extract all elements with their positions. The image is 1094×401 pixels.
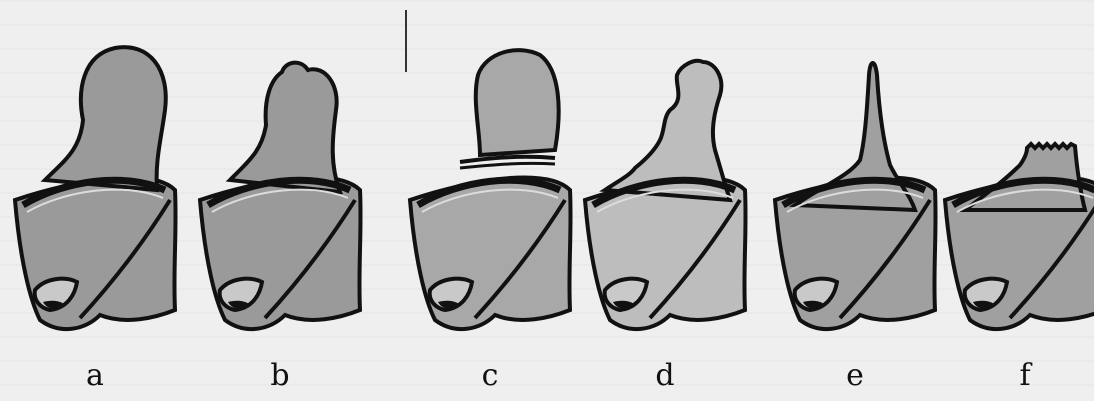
- condyle-shape-b: [190, 0, 370, 340]
- condyle-shape-a: [5, 0, 185, 340]
- panel-e: e: [765, 0, 945, 401]
- condyle-head: [45, 47, 166, 190]
- condyle-head: [230, 63, 340, 192]
- panel-label-e: e: [765, 358, 945, 393]
- condyle-shape-c: [400, 0, 580, 340]
- panel-label-c: c: [400, 358, 580, 393]
- panel-c: c: [400, 0, 580, 401]
- panel-label-d: d: [575, 358, 755, 393]
- condyle-shape-d: [575, 0, 755, 340]
- condyle-shape-f: [935, 0, 1094, 340]
- panel-label-a: a: [5, 358, 185, 393]
- panel-d: d: [575, 0, 755, 401]
- fracture-line-2: [460, 163, 555, 168]
- panel-f: f: [935, 0, 1094, 401]
- panel-a: a: [5, 0, 185, 401]
- panel-label-b: b: [190, 358, 370, 393]
- condyle-head: [476, 50, 559, 155]
- panel-b: b: [190, 0, 370, 401]
- condyle-shape-e: [765, 0, 945, 340]
- fracture-line: [460, 157, 555, 162]
- panel-label-f: f: [935, 358, 1094, 393]
